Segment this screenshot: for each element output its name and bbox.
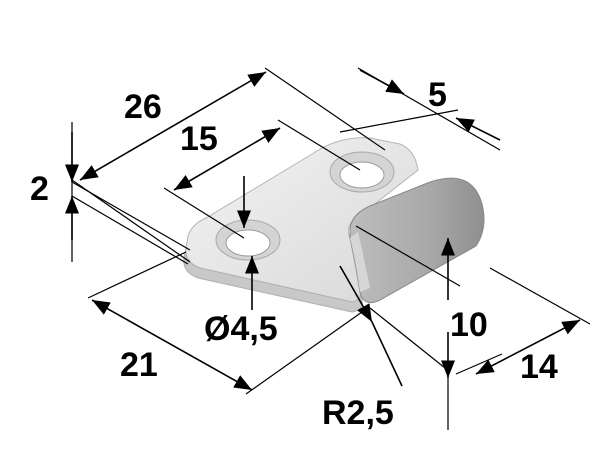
hole-diameter-label: Ø4,5 [204, 310, 278, 348]
plate-edge [183, 247, 363, 313]
radius-label: R2,5 [322, 394, 394, 432]
dim-14-label: 14 [520, 348, 558, 386]
dim-21-label: 21 [120, 346, 158, 384]
dim-26-label: 26 [124, 88, 162, 126]
dim-10-label: 10 [450, 306, 488, 344]
dimension-lines [64, 67, 591, 430]
bracket-part [183, 137, 485, 313]
dim-5-label: 5 [428, 76, 447, 114]
bend-highlight [350, 232, 370, 292]
dim-2-label: 2 [30, 170, 49, 208]
dim-15-label: 15 [180, 120, 218, 158]
